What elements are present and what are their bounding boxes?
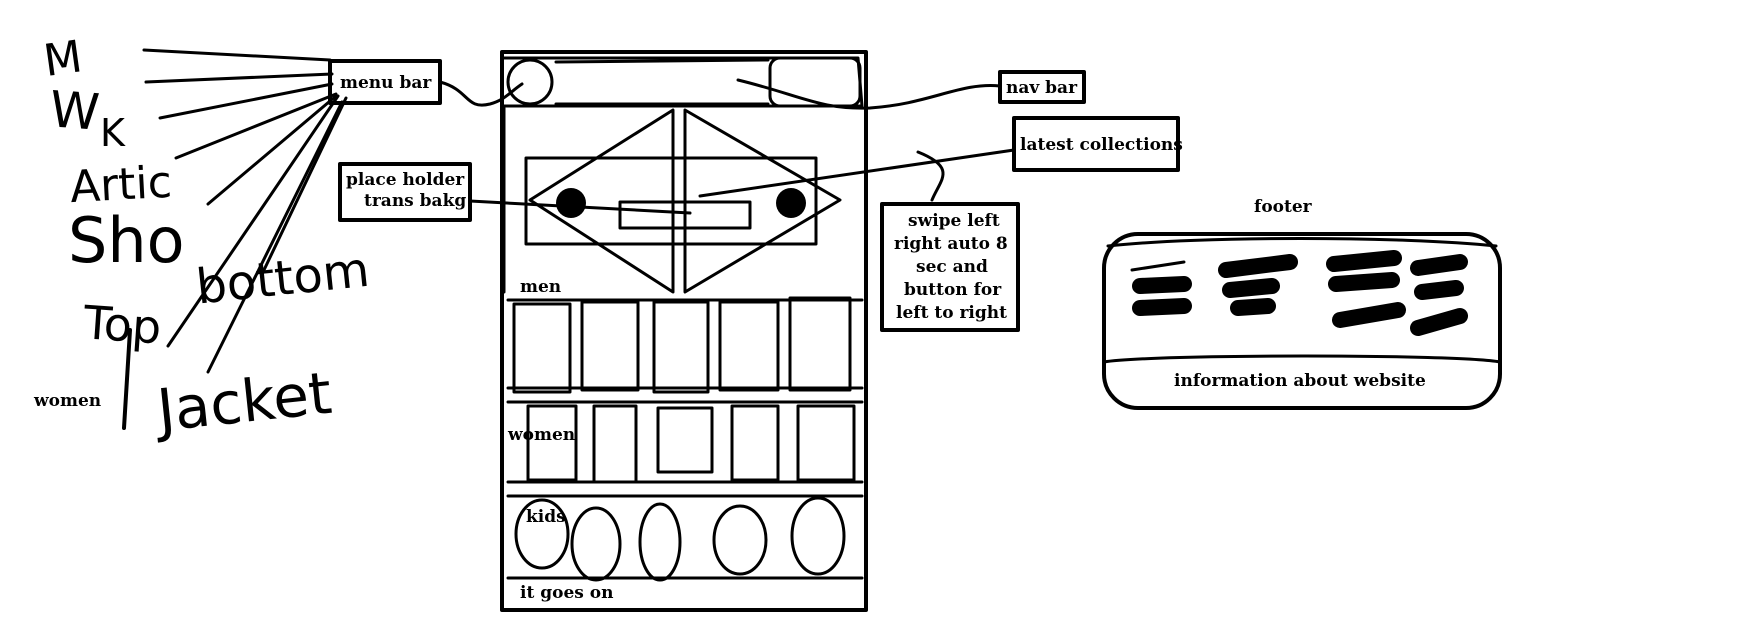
product-card[interactable] — [790, 496, 846, 576]
hero-caption-placeholder — [618, 200, 752, 230]
product-card[interactable] — [730, 404, 780, 482]
product-card[interactable] — [570, 506, 622, 582]
footer-label: footer — [1254, 197, 1313, 217]
product-card[interactable] — [712, 504, 768, 576]
product-card[interactable] — [796, 404, 856, 482]
swipe-note-line5: left to right — [896, 303, 1007, 323]
section-kids-label: kids — [526, 507, 566, 527]
menu-bar-label: menu bar — [340, 73, 432, 93]
product-card[interactable] — [652, 300, 710, 394]
placeholder-label-line2: trans bakg — [364, 191, 466, 211]
product-card[interactable] — [788, 296, 852, 392]
footer-sketch: footer information about website — [1102, 197, 1502, 410]
product-card[interactable] — [514, 498, 570, 570]
section-more-label: it goes on — [520, 583, 613, 603]
placeholder-label-line1: place holder — [346, 170, 465, 190]
product-card[interactable] — [526, 404, 578, 482]
product-card[interactable] — [580, 300, 640, 392]
product-card[interactable] — [592, 404, 638, 484]
latest-collections-annotation: latest collections — [698, 116, 1183, 198]
menu-item-jacket: Jacket — [151, 359, 335, 445]
header-bar — [502, 56, 864, 108]
product-card[interactable] — [718, 300, 780, 392]
slider-prev-button[interactable] — [556, 188, 586, 218]
menu-item-w: W — [48, 80, 101, 141]
swipe-note-line4: button for — [904, 280, 1002, 300]
swipe-note-annotation: swipe left right auto 8 sec and button f… — [880, 150, 1020, 332]
menu-item-sho: Sho — [68, 204, 185, 277]
section-women: women — [506, 404, 864, 498]
menu-bar-annotation: menu bar — [328, 59, 524, 107]
section-men: men — [506, 277, 864, 404]
section-kids: kids — [506, 496, 864, 582]
swipe-note-line2: right auto 8 — [894, 234, 1008, 254]
menu-item-list: M W K Artic Sho bottom Top women Jacket — [33, 31, 372, 445]
placeholder-annotation: place holder trans bakg — [338, 162, 692, 222]
product-card[interactable] — [656, 406, 714, 474]
swipe-note-line3: sec and — [916, 257, 988, 277]
menu-item-top: Top — [81, 295, 163, 354]
menu-item-m: M — [41, 31, 86, 87]
footer-info-label: information about website — [1174, 371, 1426, 391]
logo-placeholder — [506, 58, 554, 106]
footer-link-scribbles — [1130, 250, 1468, 336]
menu-connectors — [142, 48, 348, 374]
menu-item-bottom: bottom — [193, 242, 372, 316]
nav-bar-box — [768, 56, 862, 108]
hero-slider — [502, 106, 842, 294]
product-card[interactable] — [638, 502, 682, 582]
nav-bar-label: nav bar — [1006, 78, 1078, 98]
latest-collections-label: latest collections — [1020, 135, 1183, 155]
section-women-label: women — [507, 425, 575, 445]
product-card[interactable] — [512, 302, 572, 394]
menu-item-women: women — [33, 391, 101, 411]
slider-next-button[interactable] — [776, 188, 806, 218]
page-wireframe: men women kids it go — [500, 50, 868, 612]
section-men-label: men — [520, 277, 561, 297]
nav-bar-annotation: nav bar — [736, 70, 1086, 110]
menu-item-k: K — [100, 111, 126, 155]
swipe-note-line1: swipe left — [908, 211, 1000, 231]
menu-item-artic: Artic — [69, 157, 173, 213]
